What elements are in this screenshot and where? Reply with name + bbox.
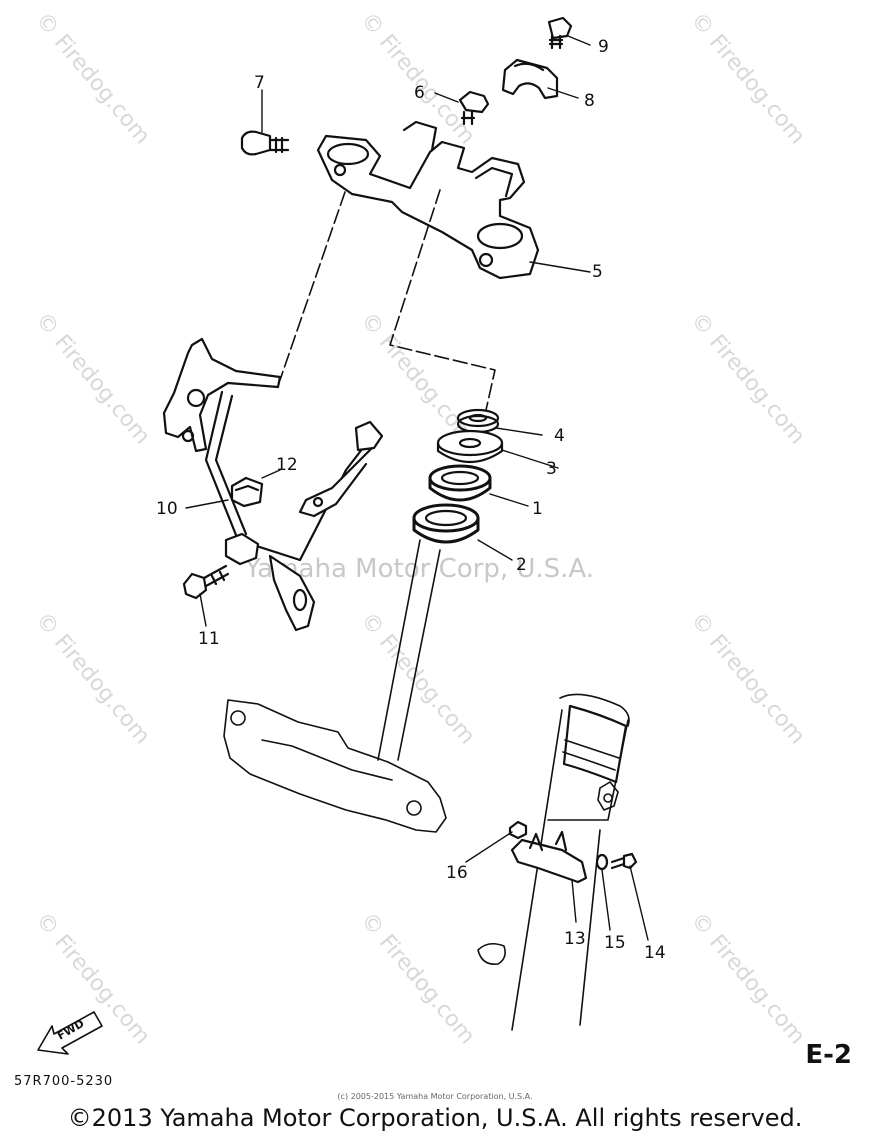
watermark-text: © Firedog.com bbox=[685, 608, 809, 749]
bearing-cover-3 bbox=[436, 429, 504, 463]
bolt-6 bbox=[458, 90, 490, 126]
callout-6: 6 bbox=[414, 83, 425, 103]
pinch-bolt-7 bbox=[240, 130, 290, 156]
watermark-text: © Firedog.com bbox=[30, 608, 154, 749]
page-code: E-2 bbox=[805, 1040, 852, 1070]
bearing-1 bbox=[428, 464, 492, 502]
cable-guide-13 bbox=[510, 830, 588, 884]
ring-nut-4 bbox=[456, 408, 500, 434]
steering-stem bbox=[223, 539, 447, 833]
meter-bracket-10 bbox=[162, 337, 384, 632]
fwd-arrow-icon bbox=[37, 1011, 103, 1055]
damper-12 bbox=[230, 476, 264, 508]
watermark-text: © Firedog.com bbox=[30, 8, 154, 149]
callout-1: 1 bbox=[532, 499, 543, 519]
callout-15: 15 bbox=[604, 933, 626, 953]
watermark-text: © Firedog.com bbox=[355, 8, 479, 149]
copyright-footer: ©2013 Yamaha Motor Corporation, U.S.A. A… bbox=[67, 1104, 803, 1132]
front-fork bbox=[477, 693, 630, 1031]
handlebar-holder-cap-8 bbox=[501, 58, 559, 100]
bearing-2 bbox=[412, 503, 480, 544]
callout-10: 10 bbox=[156, 499, 178, 519]
upper-bracket-5 bbox=[316, 120, 540, 280]
watermark-text: © Firedog.com bbox=[685, 908, 809, 1049]
bolt-9 bbox=[547, 16, 573, 50]
callout-5: 5 bbox=[592, 262, 603, 282]
callout-2: 2 bbox=[516, 555, 527, 575]
callout-12: 12 bbox=[276, 455, 298, 475]
watermark-text: © Firedog.com bbox=[30, 308, 154, 449]
callout-9: 9 bbox=[598, 37, 609, 57]
callout-7: 7 bbox=[254, 73, 265, 93]
callout-11: 11 bbox=[198, 629, 220, 649]
watermark-text: © Firedog.com bbox=[685, 8, 809, 149]
callouts: 1 2 3 4 5 6 7 8 9 10 11 12 13 14 15 16 bbox=[156, 37, 666, 963]
leader-lines bbox=[185, 35, 649, 941]
callout-14: 14 bbox=[644, 943, 666, 963]
screw-14 bbox=[610, 852, 638, 870]
small-copyright: (c) 2005-2015 Yamaha Motor Corporation, … bbox=[337, 1092, 533, 1101]
callout-3: 3 bbox=[546, 459, 557, 479]
callout-4: 4 bbox=[554, 426, 565, 446]
callout-16: 16 bbox=[446, 863, 468, 883]
washer-15 bbox=[595, 853, 609, 871]
nut-16 bbox=[508, 820, 528, 840]
assembly-line bbox=[279, 189, 496, 411]
watermarks: © Firedog.com © Firedog.com © Firedog.co… bbox=[30, 8, 809, 1049]
callout-8: 8 bbox=[584, 91, 595, 111]
callout-13: 13 bbox=[564, 929, 586, 949]
watermark-text: © Firedog.com bbox=[355, 908, 479, 1049]
watermark-text: © Firedog.com bbox=[355, 608, 479, 749]
bolt-11 bbox=[182, 564, 230, 600]
drawing-number: 57R700-5230 bbox=[14, 1074, 114, 1089]
watermark-text: © Firedog.com bbox=[685, 308, 809, 449]
